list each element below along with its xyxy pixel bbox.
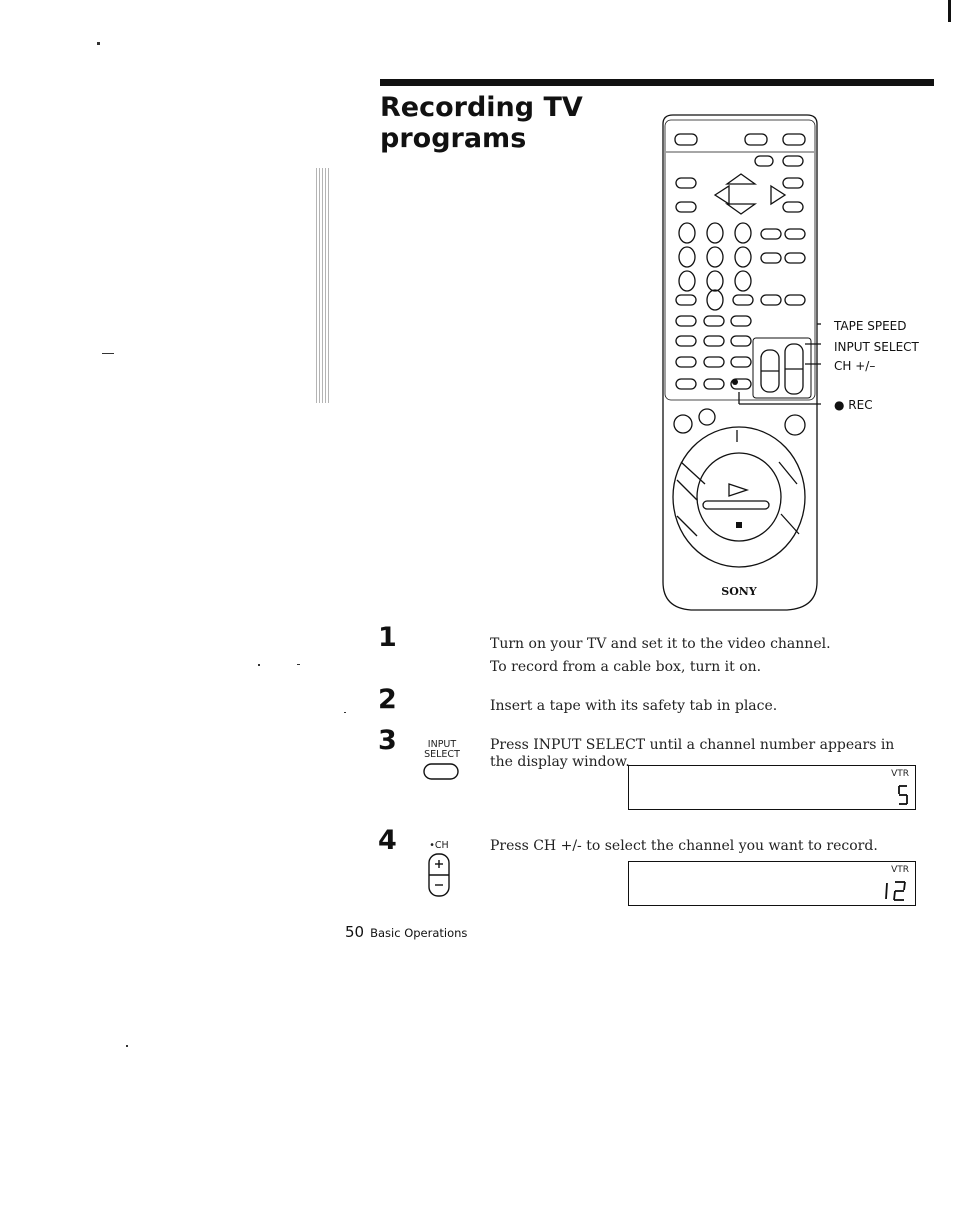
input-select-button-icon [423,763,459,780]
callout-rec: ● REC [834,398,873,412]
scan-speck [102,353,114,354]
step-1-line-1: Turn on your TV and set it to the video … [490,636,831,652]
page-edge-mark [948,0,951,22]
title-line-1: Recording TV [380,92,583,123]
footer-section-name: Basic Operations [370,926,468,940]
callout-tape-speed: TAPE SPEED [834,319,907,333]
step-1-line-2: To record from a cable box, turn it on. [490,659,762,675]
callout-input-select: INPUT SELECT [834,340,919,354]
vtr-indicator: VTR [891,865,909,875]
section-rule [380,79,934,86]
channel-digits-12 [885,881,906,901]
step-2-number: 2 [378,684,397,715]
scan-speck [126,1045,128,1047]
ch-key-label: •CH [429,840,449,851]
scan-speck [97,42,100,45]
scan-speck [258,664,260,666]
page-title: Recording TV programs [380,92,620,154]
step-1-number: 1 [378,622,397,653]
step-1-text: Turn on your TV and set it to the video … [490,636,930,676]
scan-speck [297,664,300,665]
remote-control-illustration: SONY [662,114,821,611]
vtr-indicator: VTR [891,769,909,779]
input-select-key-label: INPUT SELECT [420,740,464,760]
callout-ch: CH +/– [834,359,876,373]
binding-shadow [316,168,330,403]
title-line-2: programs [380,123,527,154]
page-footer: 50 Basic Operations [345,922,467,941]
channel-digit-5 [898,785,908,805]
display-window-step-4: VTR [628,861,916,906]
page-number: 50 [345,923,365,941]
remote-brand: SONY [721,585,757,598]
scan-speck [344,712,346,713]
ch-rocker-icon [428,853,450,897]
step-3-text: Press INPUT SELECT until a channel numbe… [490,737,895,770]
step-3-number: 3 [378,725,397,756]
step-4-number: 4 [378,825,397,856]
display-window-step-3: VTR [628,765,916,810]
step-4-text: Press CH +/- to select the channel you w… [490,838,878,854]
input-select-label-line-1: INPUT [427,739,457,750]
input-select-label-line-2: SELECT [424,749,460,760]
step-2-text: Insert a tape with its safety tab in pla… [490,698,778,714]
